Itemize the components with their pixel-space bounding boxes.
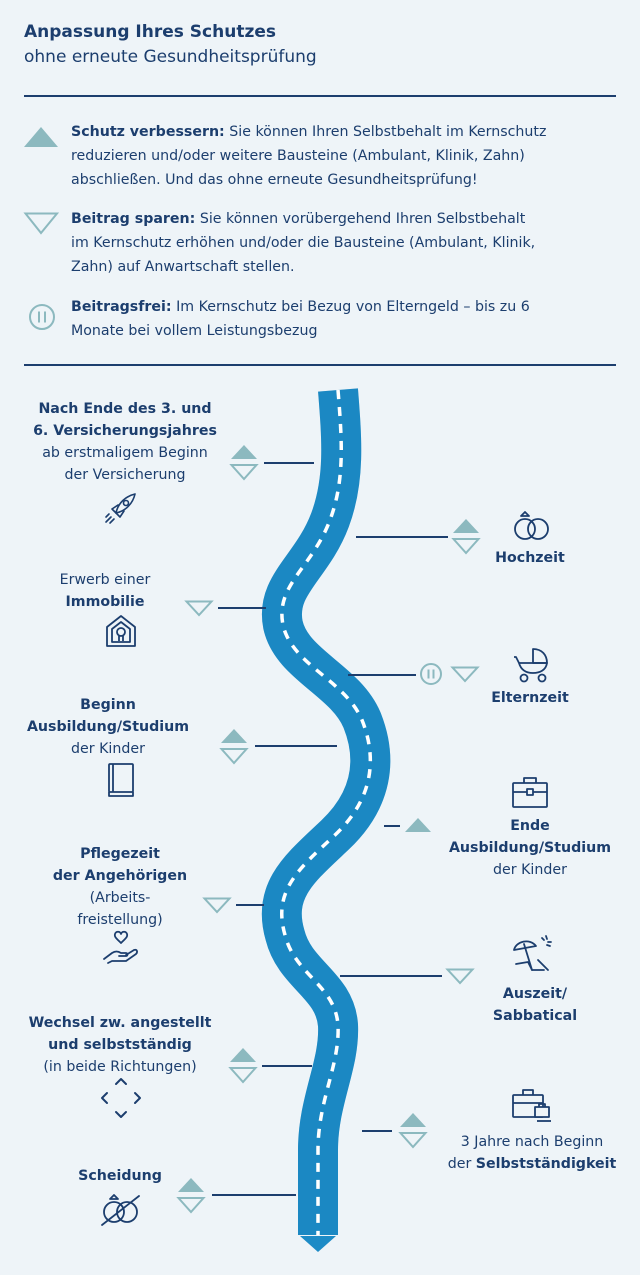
briefcase-icon	[512, 777, 548, 808]
event-e1-text1: ab erstmaligem Beginn	[42, 445, 208, 461]
connector-e6	[384, 825, 400, 827]
legend-save-text: Sie können vorübergehend Ihren Selbstbeh…	[195, 211, 526, 227]
book-icon	[108, 763, 134, 797]
save-marker-e8	[445, 968, 475, 985]
event-e6-bold1: Ende	[510, 818, 550, 834]
wedding-rings-icon	[514, 511, 549, 540]
connector-e9	[262, 1065, 312, 1067]
event-e11-bold1: Scheidung	[78, 1168, 162, 1184]
event-e9-text1: (in beide Richtungen)	[43, 1059, 197, 1075]
improve-save-marker-e2	[451, 519, 481, 555]
connector-e2	[356, 536, 448, 538]
connector-e8	[340, 975, 442, 977]
event-e3-text1: Erwerb einer	[59, 572, 151, 588]
legend-item-save: Beitrag sparen: Sie können vorübergehend…	[71, 207, 631, 279]
event-e3-bold1: Immobilie	[65, 594, 145, 610]
divider-bottom	[24, 364, 616, 366]
event-e7-bold2: der Angehörigen	[52, 868, 188, 884]
event-e5-text1: der Kinder	[71, 741, 145, 757]
connector-e7	[236, 904, 264, 906]
triangle-down-icon	[23, 212, 60, 235]
event-education-start: Beginn Ausbildung/Studium der Kinder	[18, 694, 198, 760]
event-e8-bold2: Sabbatical	[492, 1008, 578, 1024]
event-self-employment: 3 Jahre nach Beginn der Selbstständigkei…	[432, 1131, 632, 1175]
legend-save-line3: Zahn) auf Anwartschaft stellen.	[71, 259, 295, 275]
legend-improve-line3: abschließen. Und das ohne erneute Gesund…	[71, 172, 478, 188]
event-e7-text1: (Arbeits-	[89, 890, 151, 906]
arrows-icon	[101, 1078, 141, 1118]
save-marker-e4	[450, 666, 480, 683]
divider-top	[24, 95, 616, 97]
connector-e5	[255, 745, 337, 747]
event-e6-text1: der Kinder	[493, 862, 567, 878]
connector-e3	[218, 607, 266, 609]
improve-save-marker-e10	[398, 1113, 428, 1149]
event-e9-bold2: und selbstständig	[48, 1037, 192, 1053]
pause-marker-e4	[420, 663, 442, 685]
event-e1-bold2: 6. Versicherungsjahres	[33, 423, 217, 439]
pause-icon	[29, 304, 55, 330]
event-e8-bold1: Auszeit/	[502, 986, 568, 1002]
legend-improve-line2: reduzieren und/oder weitere Bausteine (A…	[71, 148, 525, 164]
legend-improve-bold: Schutz verbessern:	[71, 124, 225, 140]
event-e5-bold2: Ausbildung/Studium	[26, 719, 190, 735]
legend-free-text: Im Kernschutz bei Bezug von Elterngeld –…	[171, 299, 530, 315]
stroller-icon	[514, 648, 548, 683]
event-e10-text2: der	[447, 1156, 476, 1172]
event-divorce: Scheidung	[50, 1165, 190, 1187]
event-care-leave: Pflegezeit der Angehörigen (Arbeits- fre…	[20, 843, 220, 931]
rocket-icon	[105, 493, 136, 524]
legend-save-line2: im Kernschutz erhöhen und/oder die Baust…	[71, 235, 536, 251]
page-subtitle: ohne erneute Gesundheitsprüfung	[24, 47, 317, 67]
improve-marker-e6	[405, 818, 431, 832]
event-e2-bold1: Hochzeit	[495, 550, 565, 566]
connector-e4	[348, 674, 416, 676]
event-e4-bold1: Elternzeit	[491, 690, 569, 706]
event-e7-bold1: Pflegezeit	[80, 846, 160, 862]
event-sabbatical: Auszeit/ Sabbatical	[470, 983, 600, 1027]
connector-e11	[212, 1194, 296, 1196]
save-marker-e7	[202, 897, 232, 914]
event-e10-text1: 3 Jahre nach Beginn	[460, 1134, 604, 1150]
improve-save-marker-e5	[219, 729, 249, 765]
connector-e10	[362, 1130, 392, 1132]
improve-save-marker-e1	[229, 445, 259, 481]
event-e6-bold2: Ausbildung/Studium	[448, 840, 612, 856]
event-e5-bold1: Beginn	[80, 697, 136, 713]
event-e7-text2: freistellung)	[77, 912, 163, 928]
legend-save-bold: Beitrag sparen:	[71, 211, 196, 227]
triangle-up-icon	[24, 127, 58, 147]
care-hand-icon	[103, 930, 138, 964]
legend-item-free: Beitragsfrei: Im Kernschutz bei Bezug vo…	[71, 295, 631, 343]
business-tools-icon	[512, 1089, 551, 1122]
road-arrow-tip	[300, 1236, 336, 1252]
legend-improve-text: Sie können Ihren Selbstbehalt im Kernsch…	[224, 124, 547, 140]
event-education-end: Ende Ausbildung/Studium der Kinder	[440, 815, 620, 881]
connector-e1	[264, 462, 314, 464]
event-employment-change: Wechsel zw. angestellt und selbstständig…	[10, 1012, 230, 1078]
improve-save-marker-e9	[228, 1048, 258, 1084]
broken-rings-icon	[101, 1194, 140, 1226]
event-parental-leave: Elternzeit	[470, 687, 590, 709]
event-e1-text2: der Versicherung	[64, 467, 186, 483]
legend-free-bold: Beitragsfrei:	[71, 299, 172, 315]
event-contract-years: Nach Ende des 3. und 6. Versicherungsjah…	[10, 398, 240, 486]
event-e10-bold1: Selbstständigkeit	[475, 1156, 617, 1172]
improve-save-marker-e11	[176, 1178, 206, 1214]
legend-free-line2: Monate bei vollem Leistungsbezug	[71, 323, 318, 339]
event-wedding: Hochzeit	[480, 547, 580, 569]
event-property: Erwerb einer Immobilie	[40, 569, 170, 613]
house-icon	[106, 615, 136, 647]
beach-icon	[513, 935, 552, 971]
event-e9-bold1: Wechsel zw. angestellt	[28, 1015, 212, 1031]
save-marker-e3	[184, 600, 214, 617]
event-e1-bold1: Nach Ende des 3. und	[38, 401, 212, 417]
page-title: Anpassung Ihres Schutzes	[24, 22, 277, 42]
legend-item-improve: Schutz verbessern: Sie können Ihren Selb…	[71, 120, 631, 192]
